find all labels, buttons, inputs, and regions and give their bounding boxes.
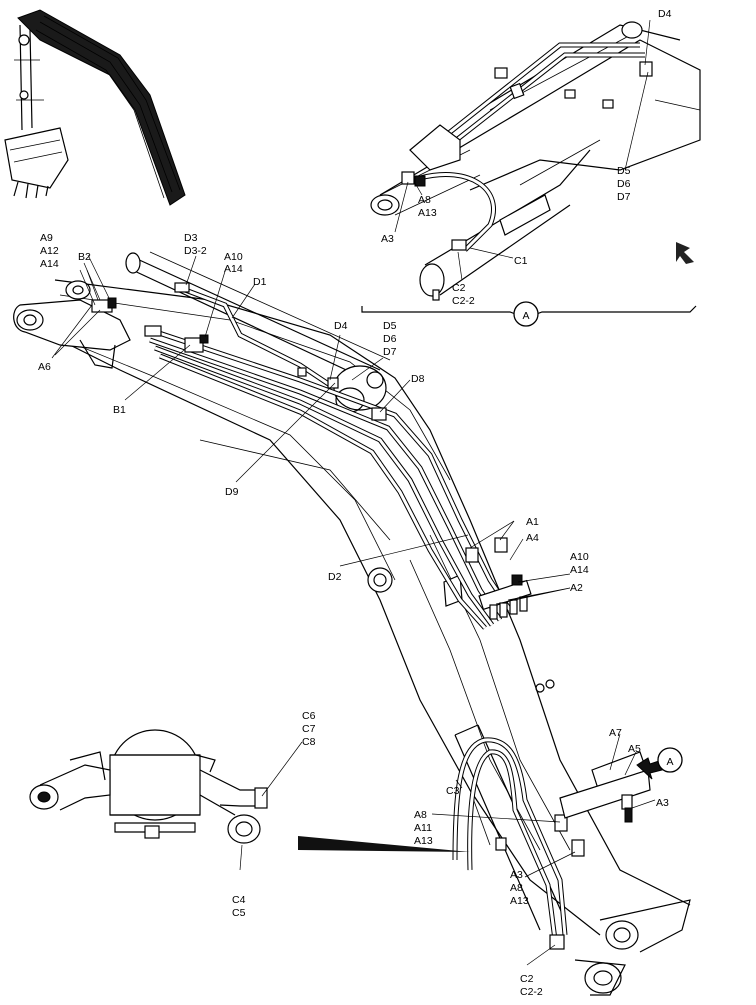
label-a8-detail: A8 xyxy=(418,194,431,206)
label-a9: A9 xyxy=(40,232,53,244)
label-c1-detail: C1 xyxy=(514,255,528,267)
label-c8: C8 xyxy=(302,736,316,748)
label-a8-low: A8 xyxy=(510,882,523,894)
label-a3-detail: A3 xyxy=(381,233,394,245)
label-b2: B2 xyxy=(78,251,91,263)
label-a3-right: A3 xyxy=(656,797,669,809)
label-a13-detail: A13 xyxy=(418,207,437,219)
label-d4-detail: D4 xyxy=(658,8,672,20)
label-d3: D3 xyxy=(184,232,198,244)
label-d6-detail: D6 xyxy=(617,178,631,190)
label-a2: A2 xyxy=(570,582,583,594)
label-b1: B1 xyxy=(113,404,126,416)
label-d7-detail: D7 xyxy=(617,191,631,203)
boom-hose-bundle xyxy=(91,282,532,630)
view-a-callout xyxy=(657,747,683,773)
label-c2-low: C2 xyxy=(520,973,534,985)
label-d7: D7 xyxy=(383,346,397,358)
label-a5: A5 xyxy=(628,743,641,755)
excavator-thumbnail xyxy=(4,9,186,206)
label-d3-2: D3-2 xyxy=(184,245,207,257)
label-a11-mid: A11 xyxy=(414,822,432,834)
detail-a-callout xyxy=(513,301,539,327)
label-c5: C5 xyxy=(232,907,246,919)
label-a10-mid: A10 xyxy=(570,551,589,563)
cylinder-end-detail xyxy=(29,729,268,844)
label-d4: D4 xyxy=(334,320,348,332)
label-d9: D9 xyxy=(225,486,239,498)
label-a13-low: A13 xyxy=(510,895,529,907)
label-a3-low: A3 xyxy=(510,869,523,881)
label-a13-mid: A13 xyxy=(414,835,433,847)
part-labels: A9 A12 A14 B2 A6 B1 D3 D3-2 A10 A14 D1 D… xyxy=(38,8,672,998)
label-d5: D5 xyxy=(383,320,397,332)
label-c3: C3 xyxy=(446,785,460,797)
label-c7: C7 xyxy=(302,723,316,735)
boom-structure xyxy=(13,251,691,996)
label-a12: A12 xyxy=(40,245,59,257)
detail-a-letter: A xyxy=(522,310,529,322)
label-a14-top: A14 xyxy=(224,263,243,275)
detail-a-view xyxy=(370,21,701,301)
label-c6: C6 xyxy=(302,710,316,722)
label-c4: C4 xyxy=(232,894,246,906)
detail-pointer xyxy=(298,836,470,852)
label-d6: D6 xyxy=(383,333,397,345)
label-a10-top: A10 xyxy=(224,251,243,263)
view-a-letter: A xyxy=(666,756,673,768)
label-a1: A1 xyxy=(526,516,539,528)
label-a7: A7 xyxy=(609,727,622,739)
small-arrow-icon xyxy=(676,242,694,264)
label-a14-mid: A14 xyxy=(570,564,589,576)
label-c2-2-low: C2-2 xyxy=(520,986,543,998)
label-a8-mid: A8 xyxy=(414,809,427,821)
label-d5-detail: D5 xyxy=(617,165,631,177)
label-d2: D2 xyxy=(328,571,342,583)
label-c2-2-detail: C2-2 xyxy=(452,295,475,307)
leader-lines xyxy=(51,19,656,966)
label-c2-detail: C2 xyxy=(452,282,466,294)
label-d1: D1 xyxy=(253,276,267,288)
label-a14: A14 xyxy=(40,258,59,270)
label-d8: D8 xyxy=(411,373,425,385)
label-a6: A6 xyxy=(38,361,51,373)
bucket-cylinder-hoses xyxy=(452,737,651,950)
label-a4: A4 xyxy=(526,532,539,544)
